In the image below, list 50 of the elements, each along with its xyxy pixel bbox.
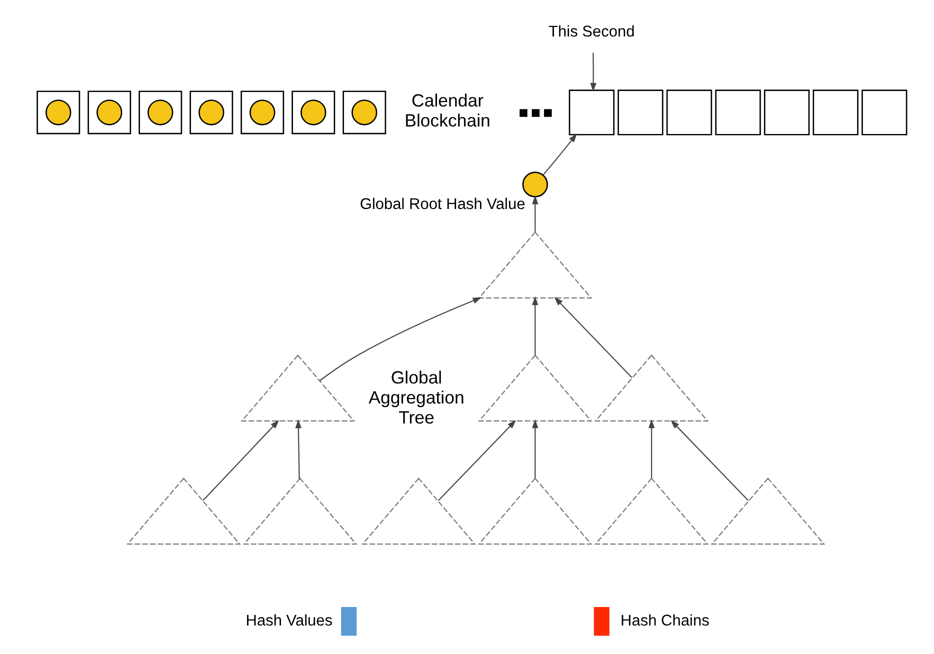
- node-triangle: [594, 477, 708, 545]
- node-box: [763, 90, 810, 136]
- node-box: [617, 90, 663, 136]
- node-box: [666, 90, 712, 136]
- arrow: [532, 195, 538, 232]
- node-circle: [96, 100, 122, 126]
- node-circle: [147, 100, 173, 126]
- node-triangle: [477, 354, 592, 422]
- node-triangle: [477, 231, 592, 298]
- cluster: [87, 90, 131, 134]
- node-triangle: [242, 477, 357, 545]
- cluster: [138, 90, 182, 134]
- cluster: [189, 90, 233, 134]
- node-circle: [522, 172, 548, 198]
- cluster: [240, 90, 284, 134]
- node-text: This Second: [548, 24, 634, 41]
- cluster: [342, 90, 386, 134]
- arrow: [590, 52, 596, 92]
- node-label: Global Root Hash Value: [359, 196, 525, 214]
- legend-label: Hash Values: [245, 612, 332, 630]
- arrow: [648, 419, 654, 478]
- arrow: [294, 419, 301, 480]
- node-circle: [198, 100, 224, 126]
- node-triangle: [240, 354, 355, 422]
- node-box: [812, 90, 858, 136]
- cluster: [291, 90, 335, 134]
- node-circle: [351, 100, 377, 126]
- arrow: [554, 296, 632, 378]
- arrow: [532, 419, 538, 478]
- node-triangle: [477, 477, 592, 545]
- node-circle: [45, 100, 71, 126]
- arrow: [670, 420, 748, 501]
- node-box: [861, 90, 907, 136]
- node-circle: [249, 100, 275, 126]
- cluster: [36, 90, 80, 134]
- arrow: [438, 420, 516, 501]
- node-circle: [300, 100, 326, 126]
- node-triangle: [126, 477, 240, 545]
- arrow: [319, 297, 482, 382]
- legend-label: Hash Chains: [620, 612, 709, 630]
- node-box: [714, 90, 760, 136]
- node-box: [568, 90, 614, 136]
- node-triangle: [361, 477, 476, 545]
- label: Calendar Blockchain: [404, 90, 490, 131]
- node-triangle: [594, 354, 708, 422]
- arrow: [202, 420, 279, 501]
- arrow: [532, 296, 538, 355]
- label: Global Aggregation Tree: [368, 367, 464, 428]
- node-triangle: [710, 477, 825, 545]
- arrow: [542, 134, 577, 176]
